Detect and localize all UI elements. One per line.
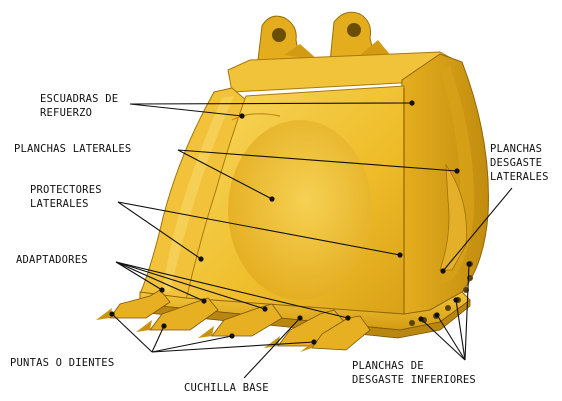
label-desgaste-inferior-line2: DESGASTE INFERIORES [352,374,476,387]
label-protectores-line2: LATERALES [30,198,89,211]
label-escuadras-line1: ESCUADRAS DE [40,93,118,106]
label-desgaste-lateral-line1: PLANCHAS [490,143,542,156]
label-puntas-dientes: PUNTAS O DIENTES [10,357,114,370]
label-desgaste-lateral-line2: DESGASTE [490,157,542,170]
label-adaptadores: ADAPTADORES [16,254,88,267]
label-cuchilla-base: CUCHILLA BASE [184,382,269,395]
right-side-wall [398,54,488,316]
label-planchas-laterales: PLANCHAS LATERALES [14,143,131,156]
label-escuadras-line2: REFUERZO [40,107,92,120]
label-desgaste-lateral-line3: LATERALES [490,171,549,184]
label-desgaste-inferior-line1: PLANCHAS DE [352,360,424,373]
label-protectores-line1: PROTECTORES [30,184,102,197]
